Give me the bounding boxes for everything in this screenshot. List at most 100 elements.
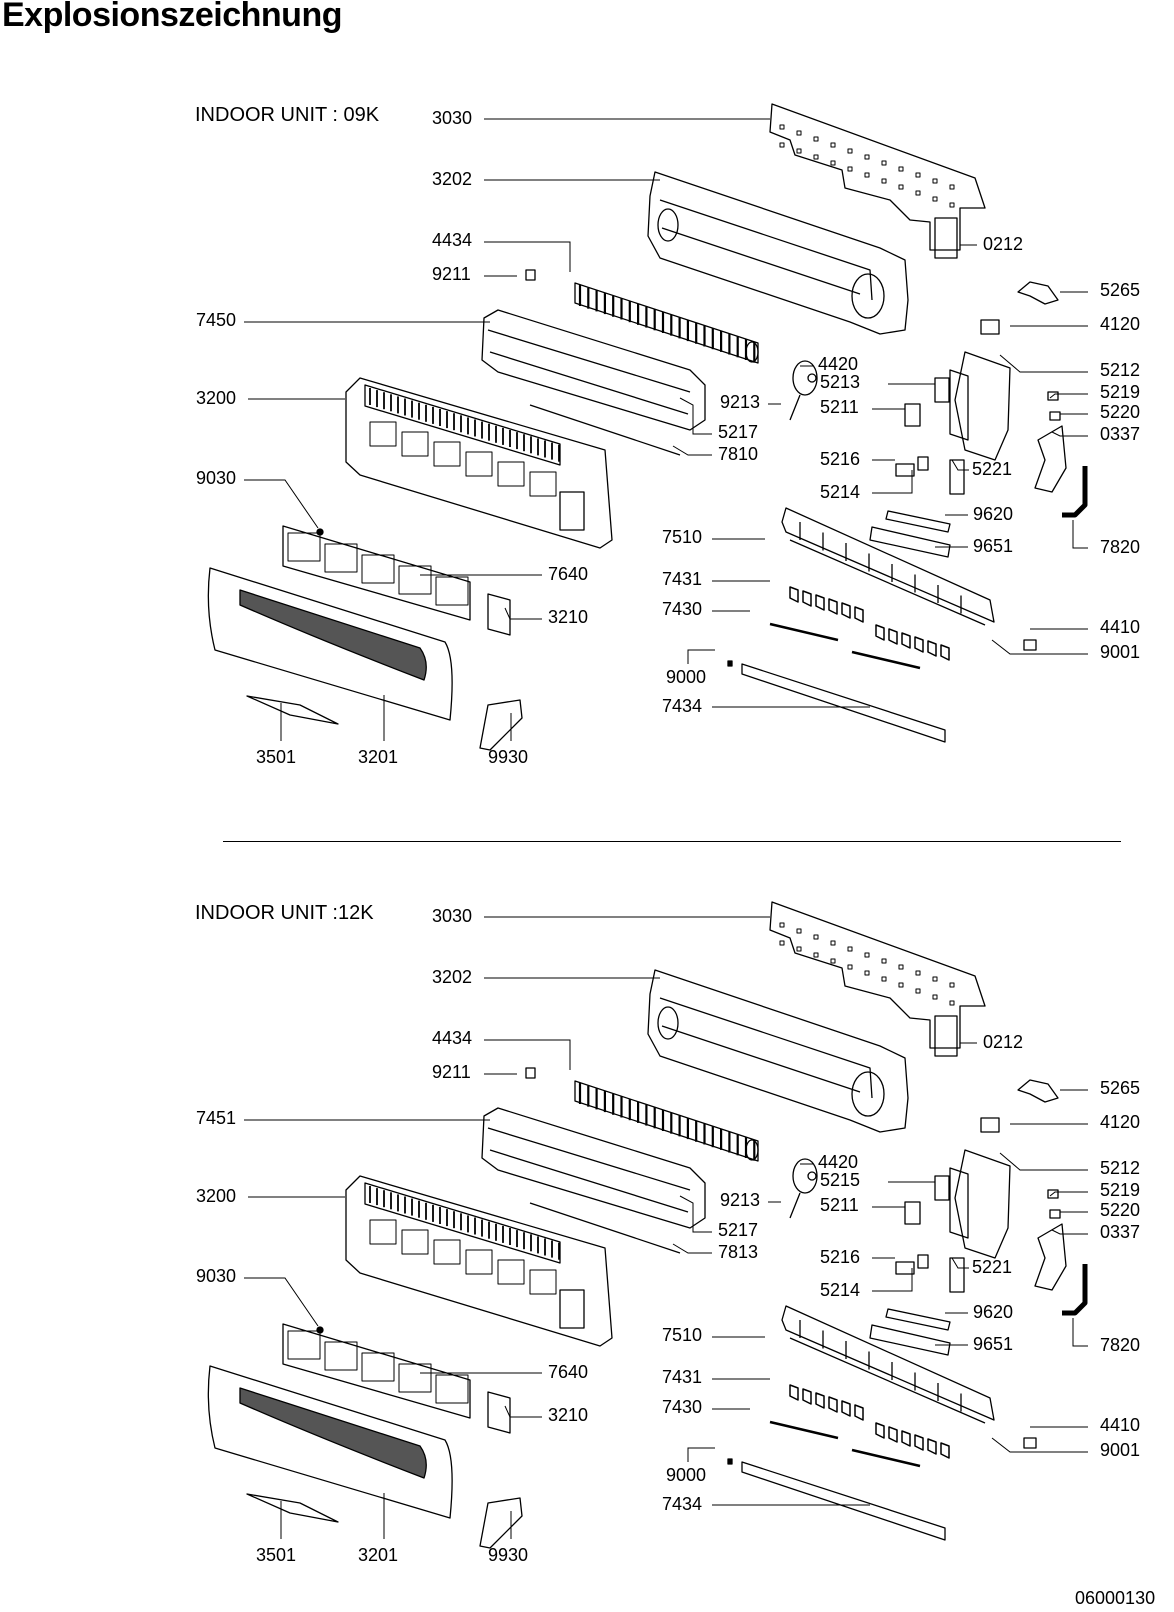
drain-tray-lip2: [489, 351, 689, 415]
filter-frame: [435, 576, 469, 606]
step-motor: [1023, 1437, 1037, 1449]
mounting-plate-hole: [898, 982, 904, 988]
filter-frame: [398, 565, 432, 595]
mounting-plate-hole: [949, 202, 955, 208]
drain-tray-lip2: [489, 1149, 689, 1213]
mounting-plate-hole: [932, 994, 938, 1000]
callouts-12k: 3030320244349211745132009030764032103501…: [196, 906, 1140, 1565]
unit-title-09k: INDOOR UNIT : 09K: [195, 104, 380, 126]
leader-line: [1072, 520, 1088, 549]
display-box: [559, 1289, 585, 1329]
mounting-plate-hole: [881, 160, 887, 166]
section-divider: [223, 841, 1121, 842]
mounting-plate-hole: [949, 982, 955, 988]
body-window: [401, 1229, 429, 1255]
mounting-plate-hole: [932, 976, 938, 982]
leader-line: [872, 470, 913, 494]
receiver-pcb: [869, 526, 951, 558]
part-callout-3501: 3501: [256, 747, 296, 767]
control-box-2: [949, 1167, 969, 1239]
leader-line: [1049, 1191, 1088, 1197]
part-callout-5211: 5211: [820, 397, 859, 417]
leader-line: [504, 1405, 542, 1418]
leader-line: [872, 1206, 906, 1218]
leader-line: [679, 1195, 712, 1233]
body-window: [529, 1269, 557, 1295]
link-rod: [851, 650, 921, 670]
step-motor: [1023, 639, 1037, 651]
part-callout-5265: 5265: [1100, 1078, 1140, 1098]
part-callout-7510: 7510: [662, 527, 702, 547]
display-cover: [487, 593, 511, 636]
leader-line: [244, 1277, 319, 1327]
leader-line: [484, 1039, 571, 1070]
mounting-plate-hole: [881, 178, 887, 184]
fan-motor-hub: [807, 1171, 817, 1181]
mounting-plate-hole: [847, 964, 853, 970]
mounting-plate-hole: [932, 196, 938, 202]
part-callout-3210: 3210: [548, 607, 588, 627]
part-callout-3030: 3030: [432, 906, 472, 926]
part-callout-5217: 5217: [718, 1220, 758, 1240]
part-callout-9651: 9651: [973, 536, 1013, 556]
part-callout-9001: 9001: [1100, 1440, 1140, 1460]
vertical-louver: [901, 1430, 911, 1447]
part-callout-5221: 5221: [972, 1257, 1012, 1277]
vertical-louver: [841, 602, 851, 619]
drain-hose: [1062, 1264, 1088, 1316]
leader-line: [504, 607, 542, 620]
motor-wire: [789, 394, 801, 421]
vertical-louver: [914, 1434, 924, 1451]
display-cover: [487, 1391, 511, 1434]
mounting-plate-hole: [779, 124, 785, 130]
front-body: [345, 1175, 613, 1347]
mounting-plate-hole: [898, 166, 904, 172]
mounting-plate: [769, 103, 986, 251]
filter-frame: [361, 554, 395, 584]
fan-motor: [792, 1158, 818, 1194]
connector-a: [1047, 391, 1059, 401]
sensor-box: [980, 319, 1000, 335]
part-callout-9001: 9001: [1100, 642, 1140, 662]
vertical-louver: [901, 632, 911, 649]
fan-motor: [792, 360, 818, 396]
terminal-block-2: [917, 456, 929, 471]
body-window: [465, 451, 493, 477]
front-grille: [207, 567, 453, 721]
vertical-louver: [875, 624, 885, 641]
vertical-louver: [815, 594, 825, 611]
body-window: [369, 1219, 397, 1245]
part-callout-9620: 9620: [973, 504, 1013, 524]
part-callout-7810: 7810: [718, 444, 758, 464]
filter-frame: [361, 1352, 395, 1382]
body-window: [529, 471, 557, 497]
mounting-plate-hole: [915, 988, 921, 994]
filter-frame: [324, 543, 358, 573]
part-callout-4420: 4420: [818, 1152, 858, 1172]
part-callout-5265: 5265: [1100, 280, 1140, 300]
leader-line: [1051, 1229, 1088, 1235]
mounting-plate-hole: [813, 154, 819, 160]
vertical-louver: [815, 1392, 825, 1409]
mounting-plate-hole: [779, 940, 785, 946]
mounting-plate-hole: [881, 976, 887, 982]
link-rod: [769, 622, 839, 642]
display-box: [559, 491, 585, 531]
front-body: [345, 377, 613, 549]
chassis-inner-2: [661, 1025, 861, 1093]
mounting-plate-hole: [915, 190, 921, 196]
vertical-louver: [802, 1388, 812, 1405]
vertical-louver: [854, 1404, 864, 1421]
air-filter: [282, 1323, 471, 1419]
mounting-plate-hole: [796, 130, 802, 136]
front-grille-vent: [239, 1387, 427, 1479]
mounting-plate-hole: [898, 964, 904, 970]
chassis-inner-2: [661, 227, 861, 295]
mounting-plate-hole: [932, 178, 938, 184]
body-window: [401, 431, 429, 457]
part-callout-7640: 7640: [548, 564, 588, 584]
vertical-louver: [789, 586, 799, 603]
vertical-louver: [888, 1426, 898, 1443]
mounting-plate-hole: [779, 922, 785, 928]
louver-frame: [781, 1305, 995, 1421]
